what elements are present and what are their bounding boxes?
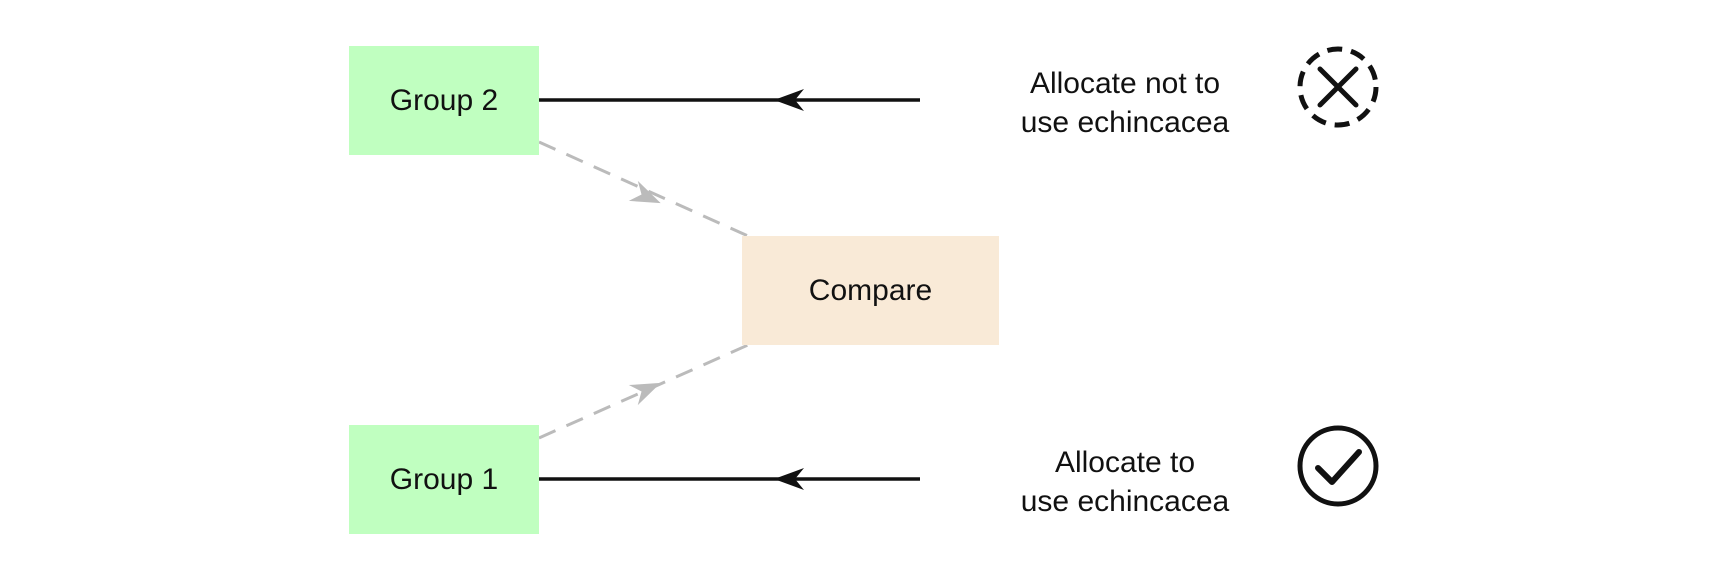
group-1-box: Group 1 <box>349 425 539 534</box>
dashed-arrow-head-bottom <box>628 382 661 406</box>
compare-box: Compare <box>742 236 999 345</box>
arrow-head-top <box>774 89 804 111</box>
group-1-label: Group 1 <box>389 462 499 496</box>
check-circle-icon <box>1297 425 1379 507</box>
group-2-box: Group 2 <box>349 46 539 155</box>
allocation-top-line2: use echincacea <box>1020 106 1230 139</box>
allocation-bottom-line1: Allocate to <box>1054 446 1196 479</box>
allocation-label-bottom: Allocate to use echincacea <box>965 443 1285 521</box>
compare-label: Compare <box>808 273 933 307</box>
group-2-label: Group 2 <box>389 83 499 117</box>
allocation-top-line1: Allocate not to <box>1029 67 1221 100</box>
allocation-bottom-line2: use echincacea <box>1020 485 1230 518</box>
dashed-arrow-head-top <box>628 180 661 204</box>
dashed-line-group1-compare <box>538 343 749 440</box>
dashed-line-group2-compare <box>538 140 749 238</box>
arrow-head-bottom <box>774 468 804 490</box>
allocation-label-top: Allocate not to use echincacea <box>965 64 1285 142</box>
dashed-cross-circle-icon <box>1297 46 1379 128</box>
